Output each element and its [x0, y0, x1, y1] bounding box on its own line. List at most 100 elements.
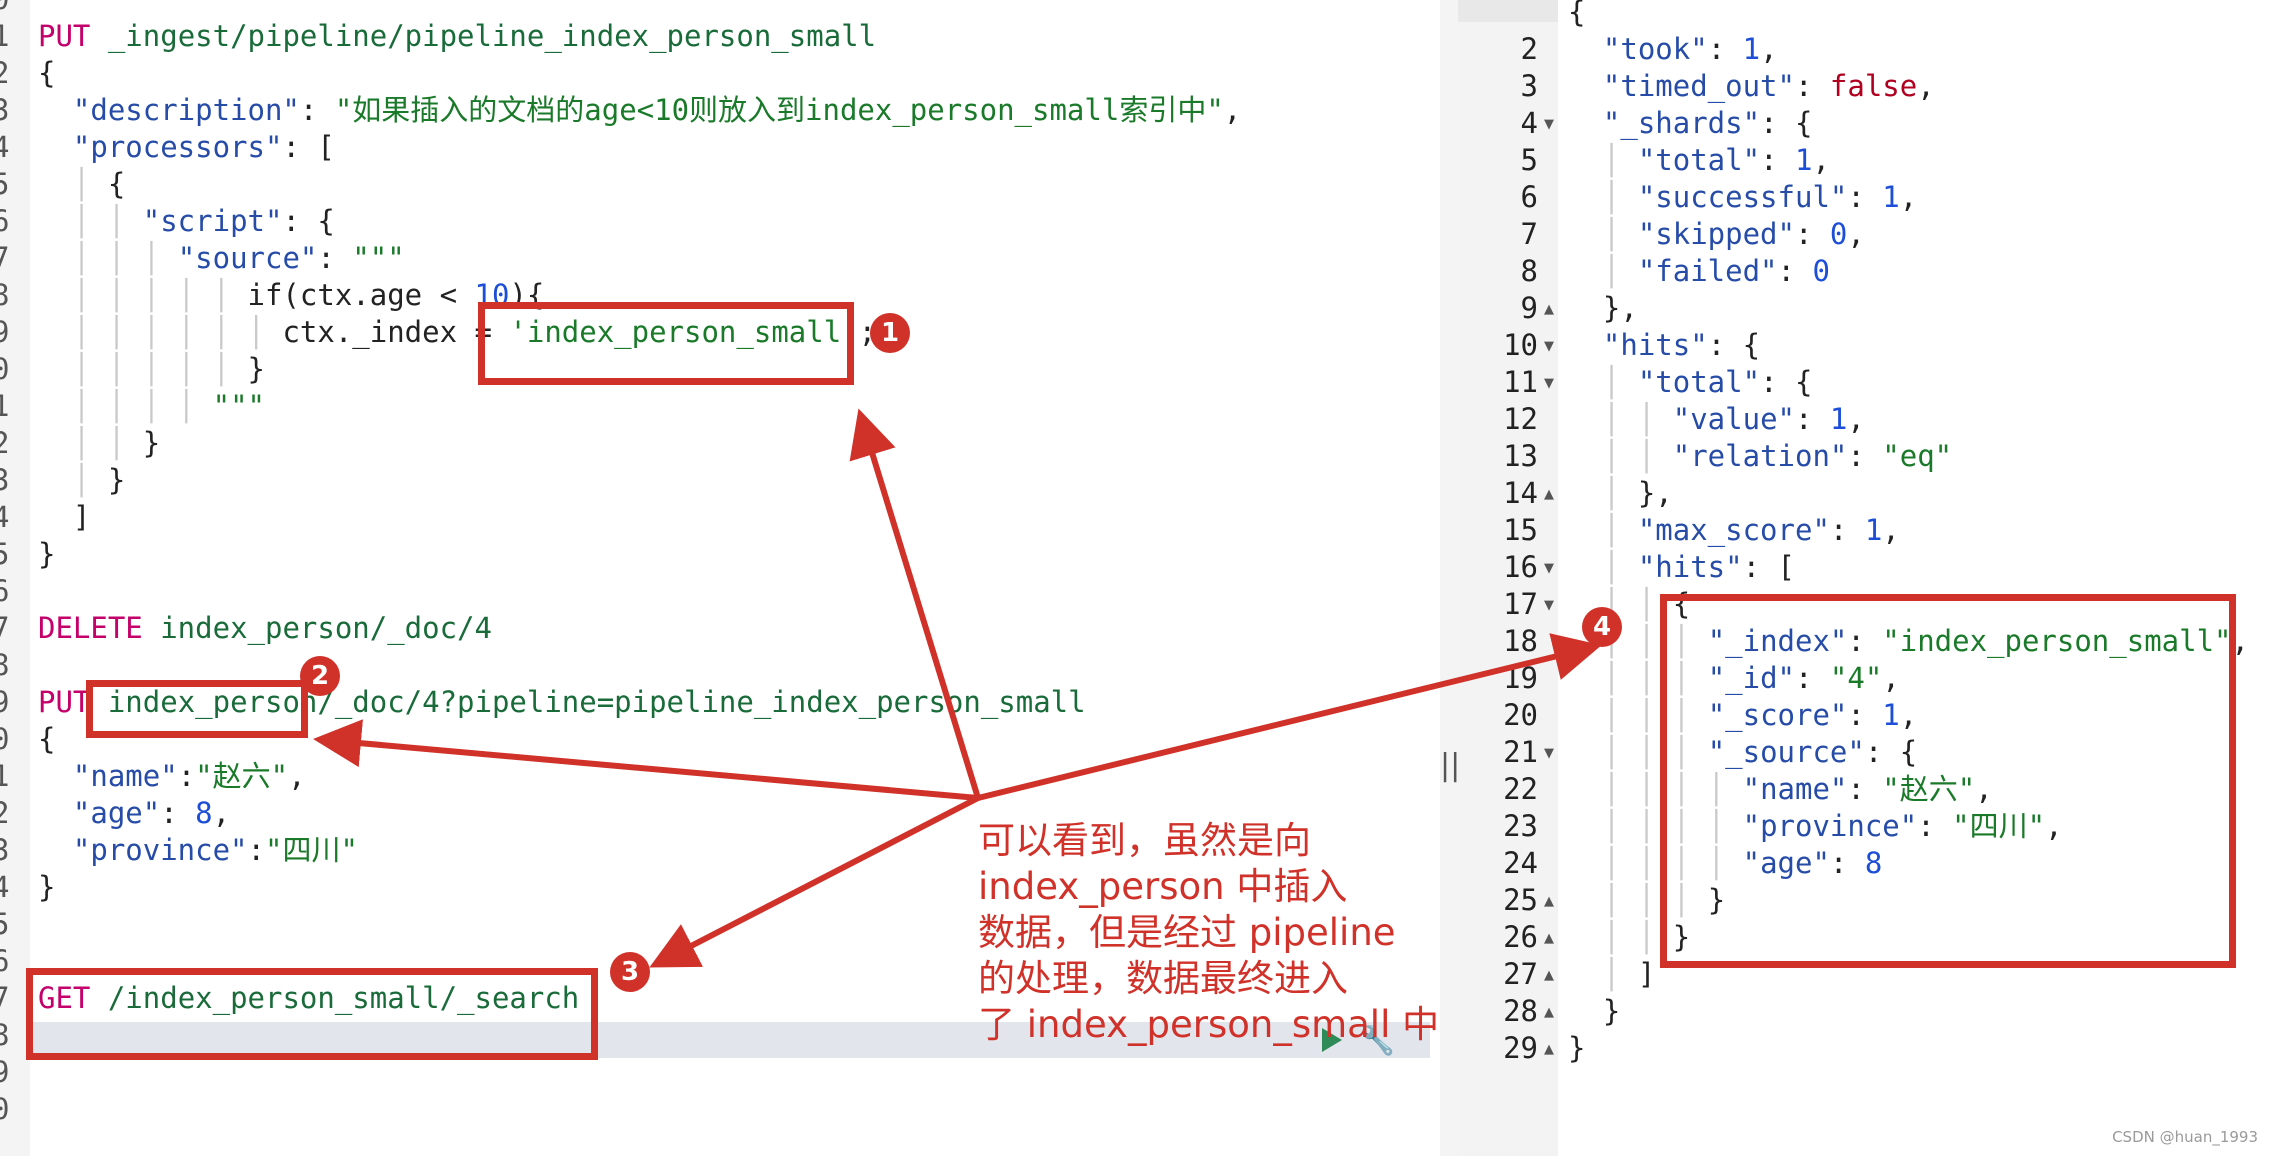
code-line[interactable]: "province":"四川" [38, 832, 358, 869]
code-line[interactable]: ] [38, 499, 90, 536]
badge-2: 2 [300, 656, 340, 696]
token-punc: { [1568, 0, 1586, 29]
token-punc: : [1794, 402, 1830, 436]
indent-guide: │ │ [1568, 439, 1673, 473]
fold-toggle-icon[interactable]: ▲ [1544, 931, 1554, 946]
token-punc: : [1829, 513, 1865, 547]
token-punc: , [1847, 402, 1865, 436]
token-punc: : [1847, 698, 1883, 732]
json-line: │ "total": 1, [1568, 142, 1830, 179]
code-line[interactable]: "name":"赵六", [38, 758, 306, 795]
line-number: 27 [1503, 957, 1538, 991]
token-key: "name" [72, 759, 178, 793]
token-kw: GET [38, 981, 91, 1015]
token-key: "took" [1602, 32, 1708, 66]
token-key: "relation" [1672, 439, 1848, 473]
request-gutter: 0123456789012345678901234567890 [0, 0, 30, 1156]
token-punc: } [1707, 883, 1726, 917]
fold-toggle-icon[interactable]: ▼ [1544, 598, 1554, 613]
code-line[interactable]: } [38, 869, 55, 906]
fold-toggle-icon[interactable]: ▲ [1544, 894, 1554, 909]
code-line[interactable]: DELETE index_person/_doc/4 [38, 610, 492, 647]
json-line: │ ] [1568, 956, 1655, 993]
token-key: "name" [1742, 772, 1848, 806]
token-key: "_index" [1707, 624, 1848, 658]
token-key: "_source" [1707, 735, 1865, 769]
code-line[interactable]: PUT index_person/_doc/4?pipeline=pipelin… [38, 684, 1086, 721]
code-line[interactable]: "age": 8, [38, 795, 230, 832]
json-line: │ }, [1568, 475, 1673, 512]
token-url: /index_person_small/_search [90, 981, 580, 1015]
token-str: """ [212, 389, 265, 423]
code-line[interactable]: { [38, 721, 55, 758]
indent-guide: │ [1568, 254, 1638, 288]
arrow-to-box-3 [649, 795, 980, 968]
line-number: 8 [0, 1018, 10, 1052]
token-key: "successful" [1637, 180, 1848, 214]
indent-guide: │ [1568, 143, 1638, 177]
token-punc: : [1847, 439, 1883, 473]
token-punc: : { [1760, 365, 1813, 399]
request-editor[interactable]: 0123456789012345678901234567890 PUT _ing… [0, 0, 1440, 1156]
watermark: CSDN @huan_1993 [2112, 1128, 2258, 1146]
fold-toggle-icon[interactable]: ▼ [1544, 561, 1554, 576]
annotation-text: 可以看到，虽然是向 index_person 中插入 数据，但是经过 pipel… [978, 818, 1468, 1048]
highlight-box-search-request [26, 968, 598, 1060]
line-number: 13 [1503, 439, 1538, 473]
code-line[interactable]: "processors": [ [38, 129, 335, 166]
code-line[interactable]: │ │ } [38, 425, 160, 462]
code-line[interactable]: { [38, 55, 55, 92]
fold-toggle-icon[interactable]: ▲ [1544, 1005, 1554, 1020]
line-number: 5 [1520, 143, 1538, 177]
fold-toggle-icon[interactable]: ▲ [1544, 968, 1554, 983]
json-line: │ │ │ │ "province": "四川", [1568, 808, 2063, 845]
pane-resizer[interactable]: || [1440, 0, 1461, 1156]
code-line[interactable]: "description": "如果插入的文档的age<10则放入到index_… [38, 92, 1241, 129]
fold-toggle-icon[interactable]: ▼ [1544, 746, 1554, 761]
line-number: 21 [1503, 735, 1538, 769]
token-punc: : [1847, 772, 1883, 806]
code-line[interactable]: PUT _ingest/pipeline/pipeline_index_pers… [38, 18, 876, 55]
indent-guide: │ │ [38, 426, 143, 460]
code-line[interactable]: │ { [38, 166, 125, 203]
wrench-icon[interactable]: 🔧 [1360, 1024, 1395, 1057]
line-number: 26 [1503, 920, 1538, 954]
response-gutter: 1▼234▼56789▲10▼11▼121314▲1516▼17▼1819202… [1458, 0, 1558, 1156]
fold-toggle-icon[interactable]: ▼ [1544, 376, 1554, 391]
token-str: "eq" [1882, 439, 1953, 473]
line-number: 28 [1503, 994, 1538, 1028]
code-line[interactable]: } [38, 536, 55, 573]
token-key: "timed_out" [1602, 69, 1795, 103]
fold-toggle-icon[interactable]: ▲ [1544, 1042, 1554, 1057]
line-number: 6 [0, 944, 10, 978]
annotation-line-4: 的处理，数据最终进入 [978, 957, 1348, 1000]
fold-toggle-icon[interactable]: ▲ [1544, 302, 1554, 317]
token-num: 8 [195, 796, 213, 830]
line-number: 9 [0, 1055, 10, 1089]
line-number: 17 [1503, 587, 1538, 621]
token-punc: : { [1760, 106, 1813, 140]
fold-toggle-icon[interactable]: ▼ [1544, 117, 1554, 132]
indent-guide: │ [1568, 217, 1638, 251]
code-line[interactable]: │ │ │ │ │ │ ctx._index = 'index_person_s… [38, 314, 876, 351]
code-line[interactable]: │ } [38, 462, 125, 499]
token-punc: } [1568, 1031, 1586, 1065]
fold-toggle-icon[interactable]: ▲ [1544, 487, 1554, 502]
token-punc: } [107, 463, 126, 497]
json-line: │ │ │ "_source": { [1568, 734, 1917, 771]
line-number: 14 [1503, 476, 1538, 510]
annotation-line-2: index_person 中插入 [978, 865, 1348, 908]
run-request-icon[interactable] [1322, 1028, 1342, 1052]
code-line[interactable]: │ │ │ │ """ [38, 388, 265, 425]
code-line[interactable]: │ │ "script": { [38, 203, 335, 240]
resizer-grip-icon[interactable]: || [1440, 748, 1461, 783]
token-punc: : [1777, 254, 1813, 288]
fold-toggle-icon[interactable]: ▼ [1544, 339, 1554, 354]
code-line[interactable]: │ │ │ │ │ } [38, 351, 265, 388]
code-line[interactable]: │ │ │ "source": """ [38, 240, 405, 277]
line-number: 7 [0, 611, 10, 645]
token-punc: , [1223, 93, 1242, 127]
code-line[interactable]: GET /index_person_small/_search [38, 980, 579, 1017]
token-url: _ingest/pipeline/pipeline_index_person_s… [90, 19, 877, 53]
json-line: │ "skipped": 0, [1568, 216, 1865, 253]
